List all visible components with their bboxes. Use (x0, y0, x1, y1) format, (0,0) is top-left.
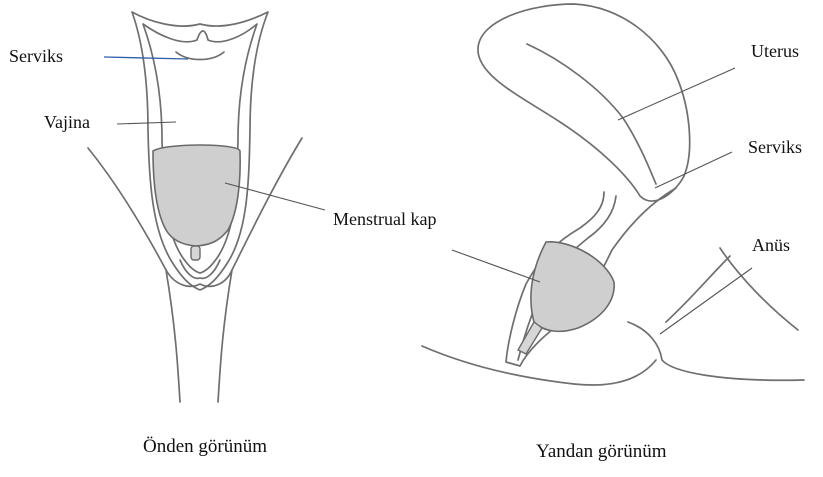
side-anus-curve (666, 256, 730, 322)
front-view-illustration (88, 12, 302, 402)
label-front-cervix: Serviks (9, 46, 63, 67)
caption-side-view: Yandan görünüm (536, 441, 667, 463)
front-cervix-leader (104, 57, 188, 59)
side-perineum-line (422, 346, 656, 385)
label-side-cervix: Serviks (748, 137, 802, 158)
front-vagina-leader (117, 122, 176, 124)
side-anus-leader (660, 268, 752, 334)
front-menstrual-cup (153, 145, 240, 246)
side-buttock-line (628, 322, 804, 380)
caption-front-view: Önden görünüm (143, 436, 267, 458)
side-back-curve (720, 248, 798, 330)
side-cup-leader (452, 250, 540, 282)
side-cervix-leader (655, 152, 732, 188)
front-cup-stem (191, 246, 200, 260)
label-front-vagina: Vajina (44, 112, 90, 133)
side-cup-stem (518, 322, 542, 354)
side-view-illustration (422, 4, 804, 385)
side-menstrual-cup (531, 242, 614, 332)
label-side-anus: Anüs (752, 235, 790, 256)
label-menstrual-cup: Menstrual kap (333, 209, 436, 230)
label-side-uterus: Uterus (751, 41, 799, 62)
